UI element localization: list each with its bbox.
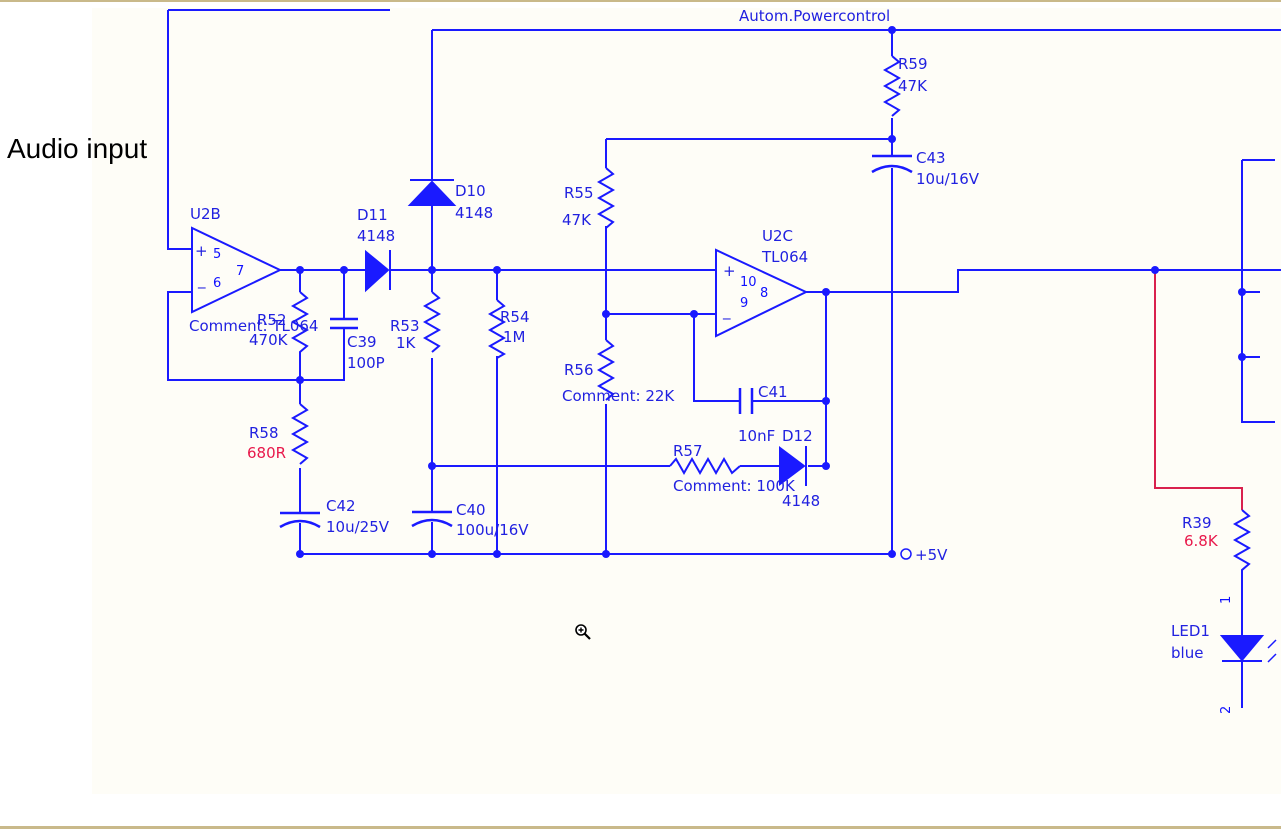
r58-ref: R58 [249,424,279,442]
resistor-r54-symbol [487,299,507,359]
capacitor-c42-symbol [279,511,321,529]
diode-d10-symbol [407,179,457,206]
r54-ref: R54 [500,308,530,326]
led1-ref: LED1 [1171,622,1210,640]
resistor-r59-symbol [882,55,902,117]
r57-ref: R57 [673,442,703,460]
wire-right-bus [1241,159,1275,423]
net-autom-power-label: Autom.Powercontrol [739,7,890,25]
frame-top-border [0,0,1281,2]
schematic-background [92,8,1281,794]
resistor-r56-symbol [596,339,616,401]
opamp-u2c [715,248,809,338]
c41-ref: C41 [758,383,788,401]
diode-d11-symbol [365,249,391,293]
wire-c41 [693,314,826,402]
plus5v-terminal [900,548,912,560]
resistor-r58-symbol [290,403,310,465]
wire-u2b-feedback [167,291,300,381]
u2b-pin5: 5 [213,247,221,262]
r52-ref: R52 [257,311,287,329]
resistor-r39-symbol [1232,509,1252,594]
wires [167,9,1281,708]
r55-value: 47K [562,211,592,229]
r53-ref: R53 [390,317,420,335]
c39-value: 100P [347,354,385,372]
net-plus5v-label: +5V [915,546,948,564]
r56-value: Comment: 22K [562,387,675,405]
zoom-in-cursor-icon [575,624,591,640]
wire-input-to-u2b [167,10,192,250]
r39-ref: R39 [1182,514,1212,532]
c40-value: 100u/16V [456,521,529,539]
r59-ref: R59 [898,55,928,73]
r53-value: 1K [396,334,417,352]
capacitor-c39-symbol [330,317,358,330]
led1-value: blue [1171,644,1203,662]
d11-value: 4148 [357,227,395,245]
u2c-ref: U2C [762,227,793,245]
c40-ref: C40 [456,501,486,519]
junction-dots [296,26,1246,558]
u2b-minus-sign: _ [197,271,206,290]
resistor-r55-symbol [596,167,616,229]
led1-pin1: 1 [1219,596,1234,604]
r58-value: 680R [247,444,286,462]
resistor-r57-symbol [669,456,741,476]
capacitor-c40-symbol [411,510,453,528]
resistor-r52-symbol [290,291,310,404]
u2c-pin8: 8 [760,286,768,301]
led1-pin2: 2 [1219,706,1234,714]
led-light-arrows [1267,639,1277,663]
u2c-pin10: 10 [740,275,757,290]
opamp-u2b [191,226,283,314]
wire-u2c-out [806,269,1281,293]
r59-value: 47K [898,77,928,95]
u2b-pin6: 6 [213,276,221,291]
r54-value: 1M [503,328,526,346]
capacitor-c41-symbol [738,388,754,414]
c43-ref: C43 [916,149,946,167]
r52-value: 470K [249,331,289,349]
resistor-r53-symbol [422,291,442,353]
u2b-comment: Comment: TL064 [189,317,318,335]
u2c-plus-sign: + [723,262,736,280]
diode-d12-symbol [779,446,807,486]
c42-value: 10u/25V [326,518,390,536]
u2c-minus-sign: _ [722,302,731,321]
u2b-pin7: 7 [236,264,244,279]
c39-ref: C39 [347,333,377,351]
u2b-ref: U2B [190,205,221,223]
c42-ref: C42 [326,497,356,515]
d12-value: 4148 [782,492,820,510]
r56-ref: R56 [564,361,594,379]
wire-led-red [1154,270,1243,510]
u2c-pin9: 9 [740,296,748,311]
audio-input-label: Audio input [7,133,148,164]
u2c-part: TL064 [761,248,808,266]
capacitor-c43-symbol [871,154,913,174]
d12-ref: D12 [782,427,813,445]
frame-bottom-border [0,826,1281,829]
u2b-plus-sign: + [195,242,208,260]
wire-c39 [300,270,345,381]
r57-value: Comment: 100K [673,477,796,495]
c43-value: 10u/16V [916,170,980,188]
c41-value: 10nF [738,427,775,445]
d10-value: 4148 [455,204,493,222]
led-led1-symbol [1219,635,1265,662]
d11-ref: D11 [357,206,388,224]
r55-ref: R55 [564,184,594,202]
r39-value: 6.8K [1184,532,1219,550]
d10-ref: D10 [455,182,486,200]
